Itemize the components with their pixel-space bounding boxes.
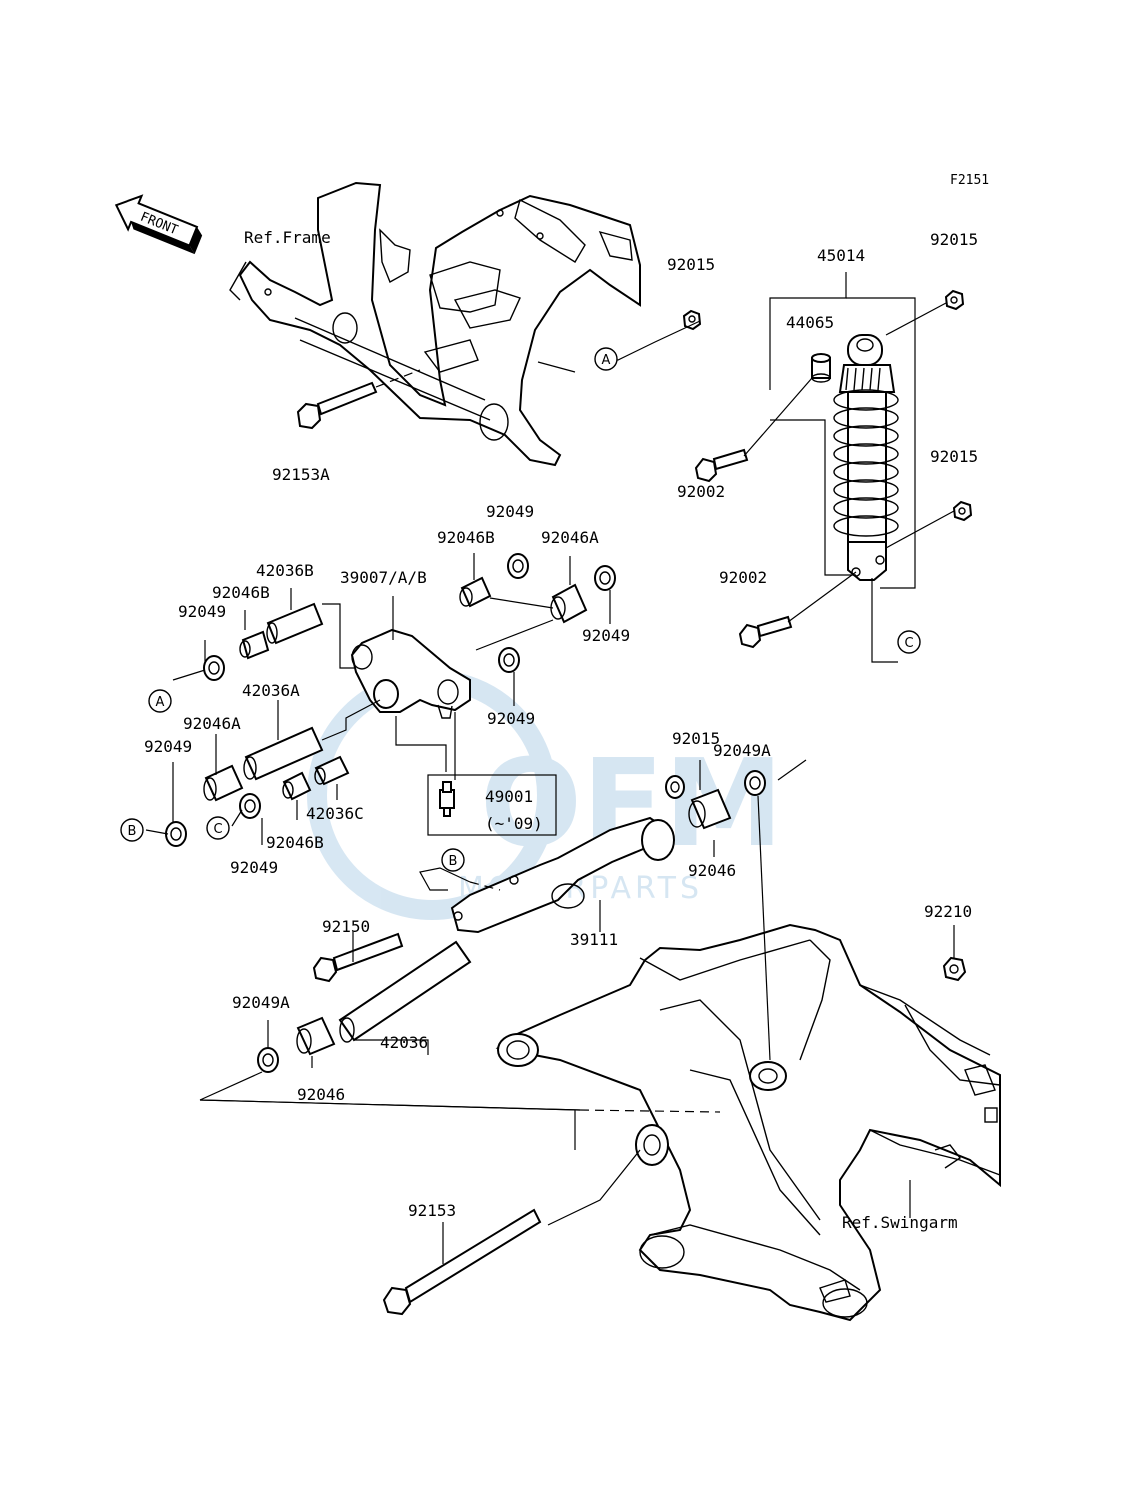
- label-39007: 39007/A/B: [340, 568, 427, 587]
- label-92002-a: 92002: [677, 482, 725, 501]
- label-92015-right: 92015: [930, 230, 978, 249]
- bearing-92046-2: [296, 1016, 336, 1056]
- callout-a-top: A: [594, 347, 618, 371]
- shock-leaders: [537, 272, 955, 663]
- rocker-leaders: [145, 553, 611, 845]
- label-92049a-2: 92049A: [232, 993, 290, 1012]
- nut-92210: [942, 956, 967, 982]
- bearing-92046b-1: [239, 630, 270, 660]
- bearing-92046b-2: [459, 576, 492, 608]
- label-92046a-2: 92046A: [183, 714, 241, 733]
- label-92015-low: 92015: [672, 729, 720, 748]
- callout-c-left: C: [206, 816, 230, 840]
- ref-frame-label: Ref.Frame: [244, 228, 331, 247]
- bolt-92002-a: [694, 448, 749, 483]
- figure-code: F2151: [950, 173, 989, 188]
- grease-nipple-49001: [427, 774, 557, 836]
- label-92049-3: 92049: [582, 626, 630, 645]
- label-92049-1: 92049: [486, 502, 534, 521]
- nut-92015-mid: [952, 500, 973, 522]
- washer-92049-top: [507, 553, 529, 579]
- nut-92015-low: [665, 775, 685, 799]
- label-92049-6: 92049: [230, 858, 278, 877]
- label-42036a: 42036A: [242, 681, 300, 700]
- label-92150: 92150: [322, 917, 370, 936]
- collar-42036: [338, 940, 472, 1043]
- nut-92015-top: [682, 309, 702, 331]
- svg-text:C: C: [213, 822, 222, 837]
- washer-92049-b: [165, 821, 187, 847]
- svg-text:C: C: [904, 636, 913, 651]
- label-92046b-2: 92046B: [212, 583, 270, 602]
- callout-a-left: A: [148, 689, 172, 713]
- washer-92049-c: [239, 793, 261, 819]
- frame-drawing: [229, 181, 641, 467]
- label-92046b-1: 92046B: [437, 528, 495, 547]
- svg-text:B: B: [449, 854, 458, 869]
- bolt-92150: [312, 932, 404, 983]
- swingarm-drawing: [495, 923, 1001, 1322]
- label-92015-mid: 92015: [930, 447, 978, 466]
- collar-44065: [811, 353, 831, 383]
- label-92049-5: 92049: [144, 737, 192, 756]
- bearing-92046b-3: [282, 771, 312, 801]
- label-92015-top: 92015: [667, 255, 715, 274]
- label-42036c: 42036C: [306, 804, 364, 823]
- washer-92049a-1: [744, 770, 766, 796]
- lower-leaders: [199, 759, 955, 1264]
- washer-92049-right: [594, 565, 616, 591]
- label-92046-2: 92046: [297, 1085, 345, 1104]
- label-42036: 42036: [380, 1033, 428, 1052]
- label-92002-b: 92002: [719, 568, 767, 587]
- callout-b-mid: B: [441, 848, 465, 872]
- label-92049-4: 92049: [487, 709, 535, 728]
- bearing-92046a-2: [203, 764, 244, 802]
- leader-92153a-dash: [375, 369, 421, 388]
- front-arrow-icon: FRONT: [114, 194, 203, 255]
- label-44065: 44065: [786, 313, 834, 332]
- label-92153: 92153: [408, 1201, 456, 1220]
- label-42036b: 42036B: [256, 561, 314, 580]
- svg-text:B: B: [128, 824, 137, 839]
- bolt-92153: [382, 1208, 542, 1316]
- label-92049-2: 92049: [178, 602, 226, 621]
- tie-rod-39111: [450, 816, 675, 934]
- label-92153a: 92153A: [272, 465, 330, 484]
- bolt-92002-b: [738, 615, 793, 649]
- label-92210: 92210: [924, 902, 972, 921]
- callout-c-right: C: [897, 630, 921, 654]
- washer-92049a-2: [257, 1047, 279, 1073]
- label-45014: 45014: [817, 246, 865, 265]
- labels: F2151 Ref.Frame 92015 45014 92015 44065 …: [144, 173, 989, 1232]
- label-49001-note: (~'09): [485, 814, 543, 833]
- bearing-92046-1: [688, 788, 732, 830]
- collar-42036b: [266, 602, 324, 645]
- svg-text:A: A: [156, 695, 165, 710]
- washer-92049-a: [203, 655, 225, 681]
- label-92046b-3: 92046B: [266, 833, 324, 852]
- label-49001: 49001: [485, 787, 533, 806]
- nut-92015-right: [944, 289, 965, 311]
- label-92046-1: 92046: [688, 861, 736, 880]
- bolt-92153a: [296, 381, 378, 430]
- label-92049a-1: 92049A: [713, 741, 771, 760]
- label-92046a-1: 92046A: [541, 528, 599, 547]
- collar-42036c: [314, 755, 350, 786]
- label-39111: 39111: [570, 930, 618, 949]
- svg-text:A: A: [602, 353, 611, 368]
- callout-b-left: B: [120, 818, 144, 842]
- bearing-92046a-1: [550, 583, 588, 624]
- collar-42036a: [243, 726, 324, 781]
- shock-absorber-45014: [833, 334, 899, 581]
- washer-92049-rocker: [498, 647, 520, 673]
- ref-swingarm-label: Ref.Swingarm: [842, 1213, 958, 1232]
